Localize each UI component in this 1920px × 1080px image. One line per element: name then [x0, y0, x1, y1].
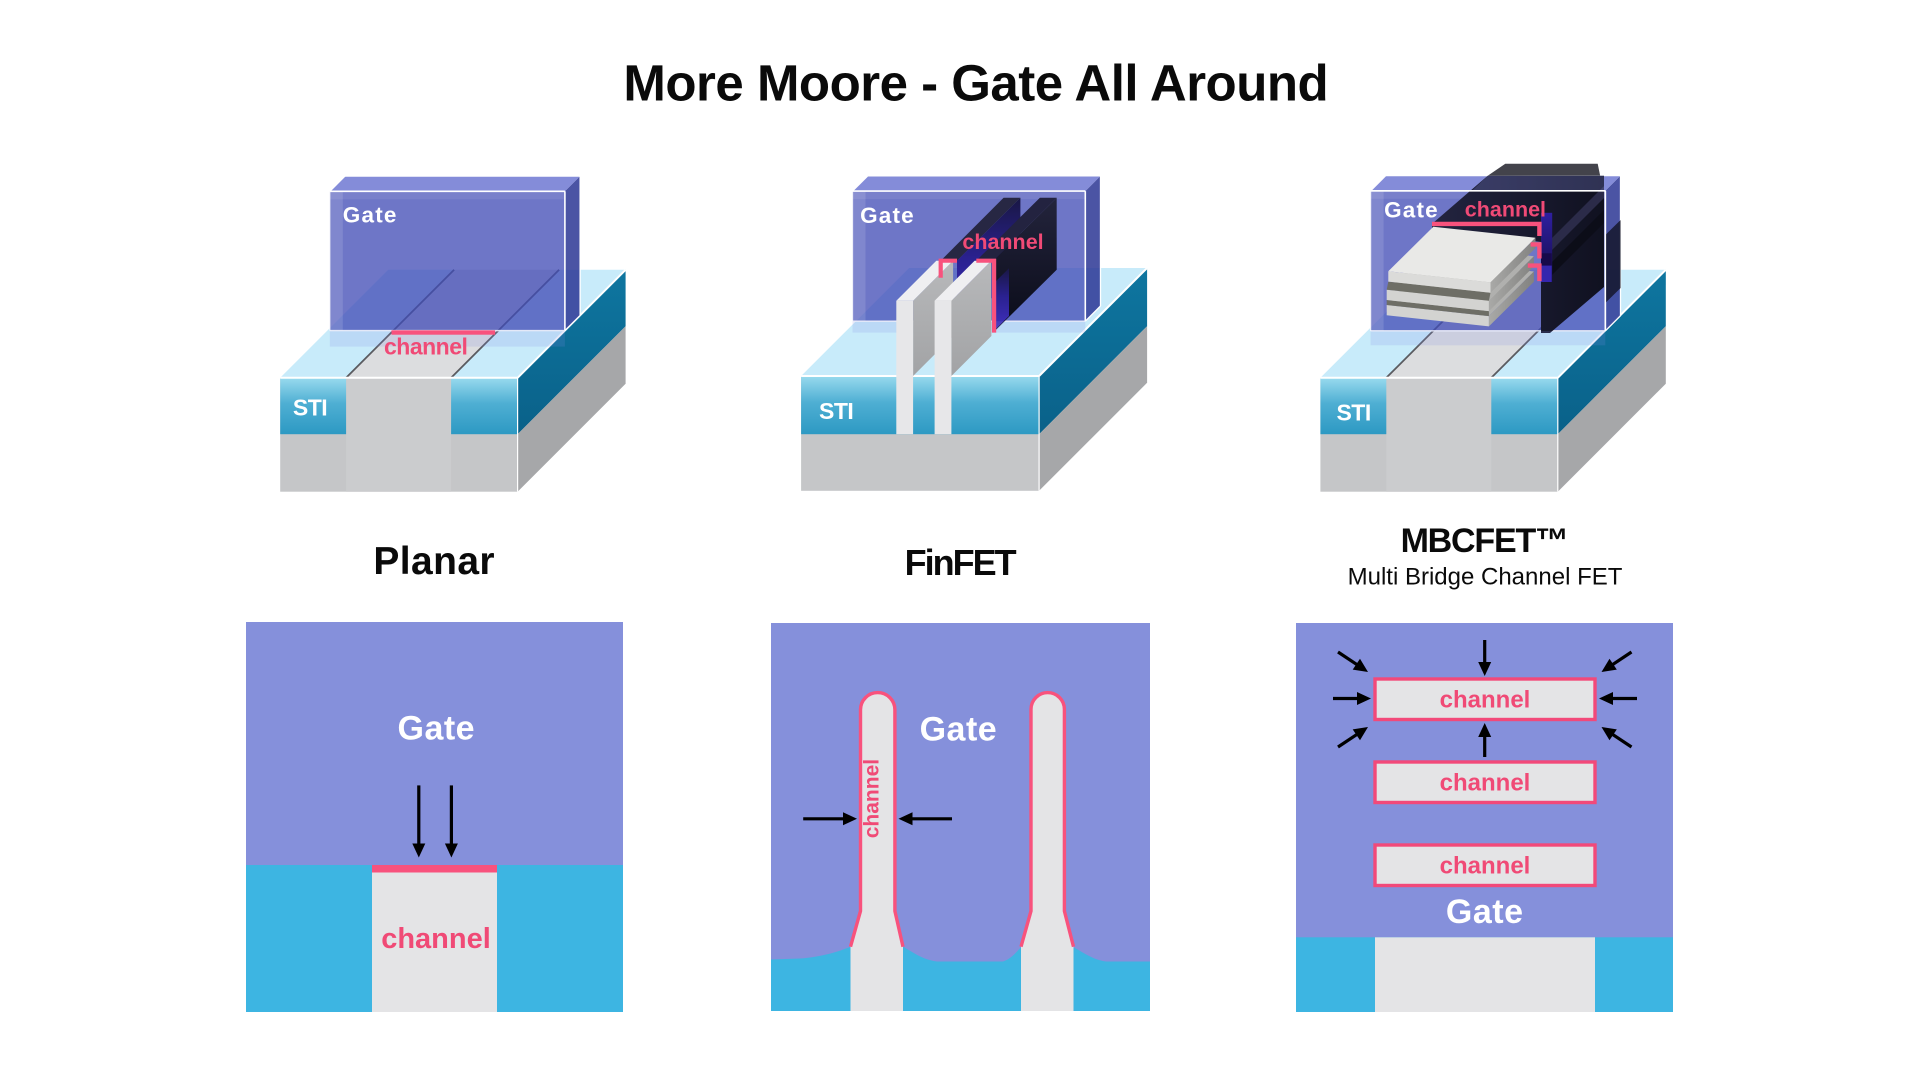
svg-text:Multi Bridge Channel FET: Multi Bridge Channel FET	[1348, 563, 1623, 590]
svg-text:MBCFET™: MBCFET™	[1401, 522, 1568, 560]
svg-text:Gate: Gate	[398, 710, 476, 748]
svg-text:channel: channel	[861, 759, 884, 838]
svg-text:STI: STI	[819, 398, 853, 424]
svg-text:Gate: Gate	[1384, 198, 1439, 223]
svg-text:channel: channel	[1465, 198, 1546, 222]
svg-text:STI: STI	[293, 395, 327, 421]
svg-text:Gate: Gate	[920, 710, 998, 748]
svg-text:STI: STI	[1336, 400, 1370, 426]
svg-text:channel: channel	[1440, 770, 1531, 797]
svg-text:More Moore - Gate All Around: More Moore - Gate All Around	[623, 55, 1328, 112]
svg-text:channel: channel	[1440, 687, 1531, 714]
svg-text:channel: channel	[381, 923, 491, 955]
svg-text:Gate: Gate	[343, 202, 398, 227]
svg-text:Gate: Gate	[1446, 893, 1524, 931]
svg-text:channel: channel	[1440, 853, 1531, 880]
svg-text:Planar: Planar	[373, 540, 495, 583]
svg-text:FinFET: FinFET	[905, 542, 1017, 583]
svg-text:Gate: Gate	[860, 203, 915, 228]
svg-text:channel: channel	[962, 230, 1043, 254]
svg-text:channel: channel	[384, 334, 467, 360]
